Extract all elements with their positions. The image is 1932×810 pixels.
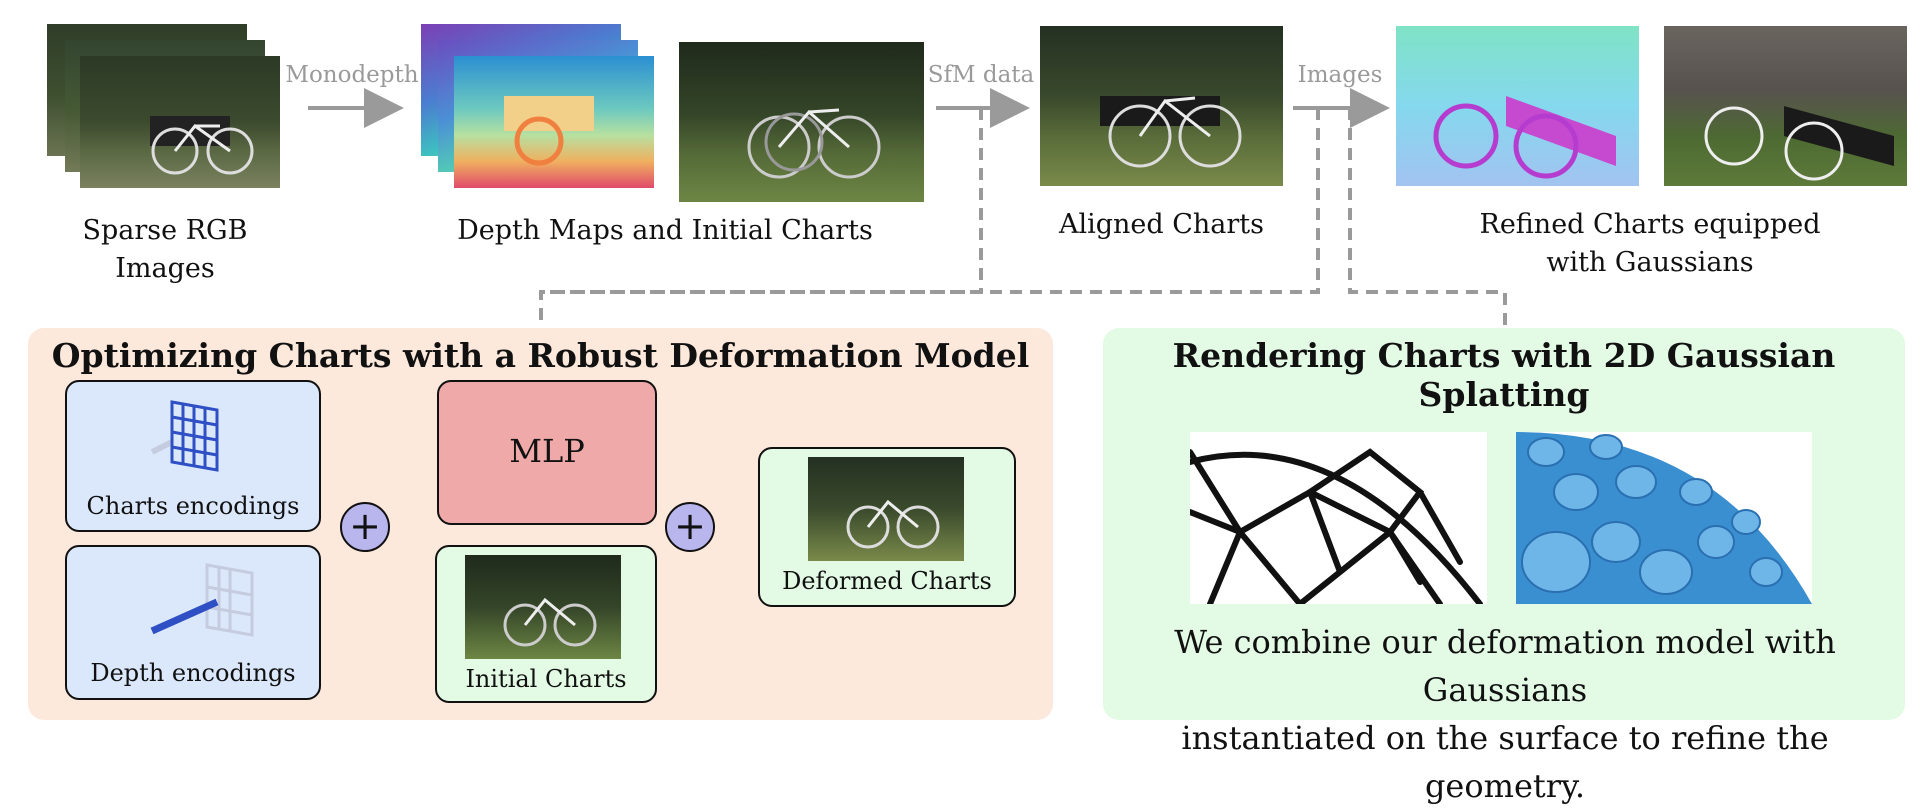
deformed-charts-label: Deformed Charts	[782, 567, 992, 595]
charts-encodings-box: Charts encodings	[65, 380, 321, 532]
wireframe-sphere-image	[1190, 432, 1487, 604]
sparse-rgb-caption: Sparse RGB Images	[82, 215, 248, 284]
depth-map-front	[454, 56, 654, 188]
initial-charts-thumbnail	[465, 555, 621, 659]
deformed-thumbnail-bicycle-icon	[846, 499, 940, 549]
initial-thumbnail-bicycle-icon	[503, 597, 597, 647]
initial-charts-image	[679, 42, 924, 202]
images-dashed-connector-right	[1348, 108, 1507, 328]
deformation-panel-title: Optimizing Charts with a Robust Deformat…	[51, 336, 1030, 375]
bicycle-icon	[150, 116, 254, 175]
gaussian-description: We combine our deformation model with Ga…	[1120, 618, 1890, 810]
normal-map-bicycle-icon	[1433, 96, 1616, 179]
mlp-box: MLP	[437, 380, 657, 525]
sparse-rgb-image-front	[80, 56, 280, 188]
plus-operator-1: +	[340, 502, 390, 552]
gaussian-sphere-image	[1516, 432, 1812, 604]
wireframe-sphere-icon	[1190, 448, 1483, 604]
images-label: Images	[1297, 62, 1383, 88]
sfm-data-label: SfM data	[927, 62, 1035, 88]
deformed-charts-box: Deformed Charts	[758, 447, 1016, 607]
monodepth-label: Monodepth	[285, 62, 419, 88]
aligned-charts-bicycle-icon	[1100, 96, 1242, 168]
plus-operator-2: +	[665, 502, 715, 552]
normal-map-image	[1396, 26, 1639, 186]
deformed-charts-thumbnail	[808, 457, 964, 561]
charts-grid-icon	[150, 400, 219, 472]
charts-encodings-label: Charts encodings	[86, 492, 300, 520]
initial-charts-bicycle-icon	[747, 108, 881, 179]
gaussian-description-line-1: We combine our deformation model with Ga…	[1174, 623, 1836, 709]
refined-rgb-image	[1664, 26, 1907, 186]
images-dashed-connector-left	[541, 108, 1320, 294]
initial-charts-label: Initial Charts	[465, 665, 627, 693]
mlp-label: MLP	[509, 432, 585, 470]
gaussian-description-line-2: instantiated on the surface to refine th…	[1181, 719, 1829, 805]
depth-encodings-box: Depth encodings	[65, 545, 321, 700]
depth-maps-caption: Depth Maps and Initial Charts	[457, 215, 873, 246]
gaussian-sphere-icon	[1516, 432, 1812, 604]
depth-encodings-label: Depth encodings	[90, 659, 296, 687]
depth-bicycle-icon	[504, 96, 594, 166]
refined-charts-caption: Refined Charts equipped with Gaussians	[1479, 209, 1821, 278]
aligned-charts-image	[1040, 26, 1283, 186]
refined-bicycle-icon	[1704, 106, 1894, 181]
initial-charts-box: Initial Charts	[435, 545, 657, 703]
aligned-charts-caption: Aligned Charts	[1058, 209, 1265, 240]
depth-grid-icon	[150, 563, 254, 637]
gaussian-panel-title: Rendering Charts with 2D Gaussian Splatt…	[1172, 336, 1836, 414]
